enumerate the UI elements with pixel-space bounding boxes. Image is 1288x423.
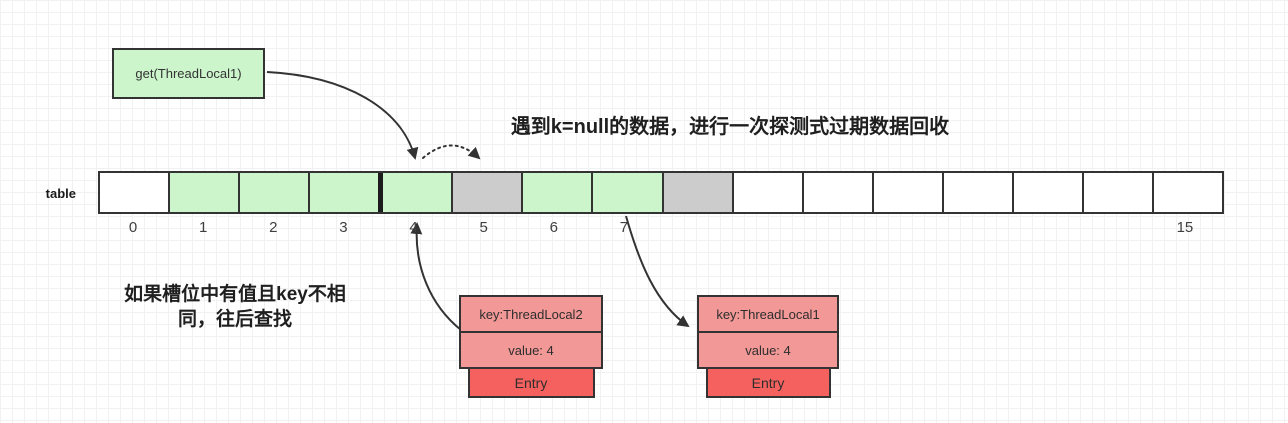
entry-box-threadlocal2: key:ThreadLocal2 value: 4 Entry [459, 295, 603, 398]
linear-probe-note: 如果槽位中有值且key不相 同，往后查找 [100, 283, 370, 332]
entry2-to-slot4-arrow [410, 222, 462, 331]
table-cell-10 [801, 173, 872, 212]
linear-probe-note-line1: 如果槽位中有值且key不相 [124, 284, 346, 305]
table-cell-14 [1081, 173, 1152, 212]
index-label-0: 0 [128, 219, 138, 236]
index-label-4: 4 [409, 219, 418, 236]
table-cell-4 [378, 173, 452, 212]
table-cell-7 [591, 173, 662, 212]
table-label: table [45, 186, 76, 201]
index-label-15: 15 [1176, 219, 1194, 236]
entry2-key-row: key:ThreadLocal2 [459, 295, 603, 333]
table-cell-1 [168, 173, 239, 212]
get-call-label: get(ThreadLocal1) [135, 66, 242, 81]
table-cell-8 [661, 173, 732, 212]
entry1-tag: Entry [705, 367, 831, 398]
index-label-6: 6 [549, 219, 558, 236]
index-label-1: 1 [199, 219, 208, 236]
index-label-2: 2 [269, 219, 278, 236]
linear-probe-note-line2: 同，往后查找 [177, 308, 292, 330]
table-array [98, 171, 1224, 214]
table-cell-5 [451, 173, 522, 212]
index-label-7: 7 [619, 219, 629, 236]
entry2-tag: Entry [467, 367, 595, 398]
table-cell-13 [1011, 173, 1082, 212]
table-cell-6 [521, 173, 592, 212]
table-cell-15 [1151, 173, 1222, 212]
expired-cleanup-note: 遇到k=null的数据，进行一次探测式过期数据回收 [510, 116, 950, 138]
entry-box-threadlocal1: key:ThreadLocal1 value: 4 Entry [697, 295, 839, 398]
get-to-slot4-arrow [266, 71, 419, 160]
entry2-value-row: value: 4 [459, 331, 603, 369]
table-cell-12 [941, 173, 1012, 212]
index-label-3: 3 [339, 219, 348, 236]
table-cell-0 [100, 173, 169, 212]
index-labels: 0 1 2 3 4 5 6 7 15 [98, 219, 1224, 239]
table-cell-11 [871, 173, 942, 212]
get-call-box: get(ThreadLocal1) [112, 48, 265, 99]
index-label-5: 5 [479, 219, 488, 236]
table-cell-2 [238, 173, 309, 212]
table-cell-9 [731, 173, 802, 212]
entry1-value-row: value: 4 [697, 331, 839, 369]
entry1-key-row: key:ThreadLocal1 [697, 295, 839, 333]
probe-next-dotted-arrow [422, 144, 481, 160]
table-cell-3 [308, 173, 379, 212]
